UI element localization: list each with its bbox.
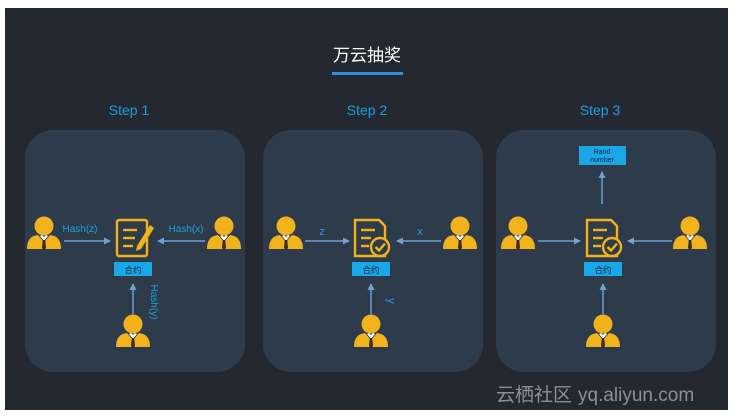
title-underline	[332, 72, 403, 75]
rand-number-box	[579, 146, 626, 165]
contract-label: 合约	[124, 265, 141, 275]
arrow-label-left: z	[319, 226, 325, 238]
watermark-url: yq.aliyun.com	[578, 385, 694, 406]
step-label: Step 2	[347, 102, 388, 118]
contract-label: 合约	[362, 265, 379, 275]
step-panel	[25, 130, 245, 372]
arrow-label-bottom: y	[385, 298, 397, 304]
arrow-label-right: x	[417, 226, 423, 238]
watermark-cn: 云栖社区	[496, 384, 572, 406]
contract-label-box	[114, 262, 152, 276]
rand-number-label: number	[590, 157, 614, 164]
step-label: Step 1	[109, 102, 150, 118]
arrow-label-left: Hash(z)	[62, 224, 97, 235]
step-label: Step 3	[580, 102, 621, 118]
rand-number-label: Rand	[594, 149, 611, 156]
contract-label-box	[584, 262, 622, 276]
contract-label-box	[352, 262, 390, 276]
page-title: 万云抽奖	[333, 46, 401, 65]
arrow-label-bottom: Hash(y)	[148, 284, 159, 319]
contract-label: 合约	[594, 265, 611, 275]
arrow-label-right: Hash(x)	[168, 224, 203, 235]
